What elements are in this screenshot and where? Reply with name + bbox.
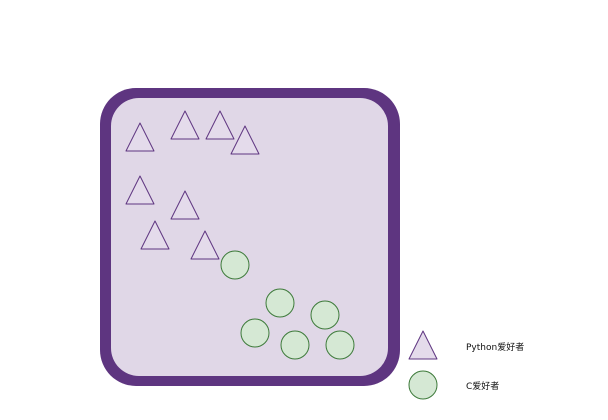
python-triangle bbox=[140, 220, 170, 250]
python-triangle bbox=[230, 125, 260, 155]
c-circle bbox=[325, 330, 355, 360]
python-triangle bbox=[125, 122, 155, 152]
legend-circle-icon bbox=[408, 370, 438, 400]
legend-python-label: Python爱好者 bbox=[466, 341, 524, 353]
c-circle bbox=[240, 318, 270, 348]
c-circle bbox=[310, 300, 340, 330]
python-triangle bbox=[125, 175, 155, 205]
legend-c-label: C爱好者 bbox=[466, 380, 499, 392]
c-circle bbox=[265, 288, 295, 318]
python-triangle bbox=[205, 110, 235, 140]
c-circle bbox=[280, 330, 310, 360]
c-circles bbox=[220, 250, 355, 360]
python-triangle bbox=[170, 110, 200, 140]
c-circle bbox=[220, 250, 250, 280]
python-triangle bbox=[190, 230, 220, 260]
legend: Python爱好者 C爱好者 bbox=[408, 330, 524, 400]
python-triangles bbox=[125, 110, 260, 260]
legend-triangle-icon bbox=[408, 330, 438, 360]
python-triangle bbox=[170, 190, 200, 220]
